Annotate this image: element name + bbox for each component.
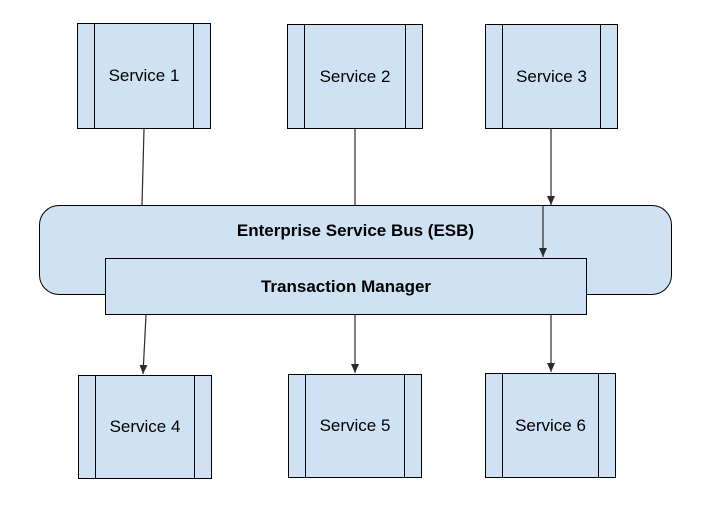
component-bar-left: [304, 25, 305, 128]
component-bar-left: [502, 25, 503, 128]
component-bar-left: [94, 24, 95, 128]
service-2-node: Service 2: [287, 24, 423, 129]
transaction-manager-node: Transaction Manager: [105, 258, 587, 315]
service-1-node: Service 1: [77, 23, 211, 129]
service-4-label: Service 4: [109, 417, 181, 436]
component-bar-right: [404, 375, 405, 477]
connector-transaction-manager-to-service-4: [139, 314, 148, 375]
service-5-label: Service 5: [319, 416, 391, 435]
component-bar-left: [95, 376, 96, 478]
service-1-label: Service 1: [108, 66, 180, 85]
service-3-label: Service 3: [516, 66, 587, 86]
component-bar-right: [405, 25, 406, 128]
esb-label: Enterprise Service Bus (ESB): [236, 221, 475, 240]
component-bar-right: [600, 25, 601, 128]
service-2-label: Service 2: [319, 66, 391, 86]
service-4-node: Service 4: [78, 375, 212, 479]
service-5-node: Service 5: [288, 374, 422, 478]
connector-service-1-to-esb: [141, 128, 145, 206]
component-bar-right: [193, 24, 194, 128]
component-bar-right: [598, 374, 599, 477]
component-bar-right: [194, 376, 195, 478]
service-6-label: Service 6: [515, 415, 586, 435]
component-bar-left: [305, 375, 306, 477]
transaction-manager-label: Transaction Manager: [260, 276, 432, 296]
service-3-node: Service 3: [485, 24, 618, 129]
component-bar-left: [502, 374, 503, 477]
service-6-node: Service 6: [485, 373, 616, 478]
